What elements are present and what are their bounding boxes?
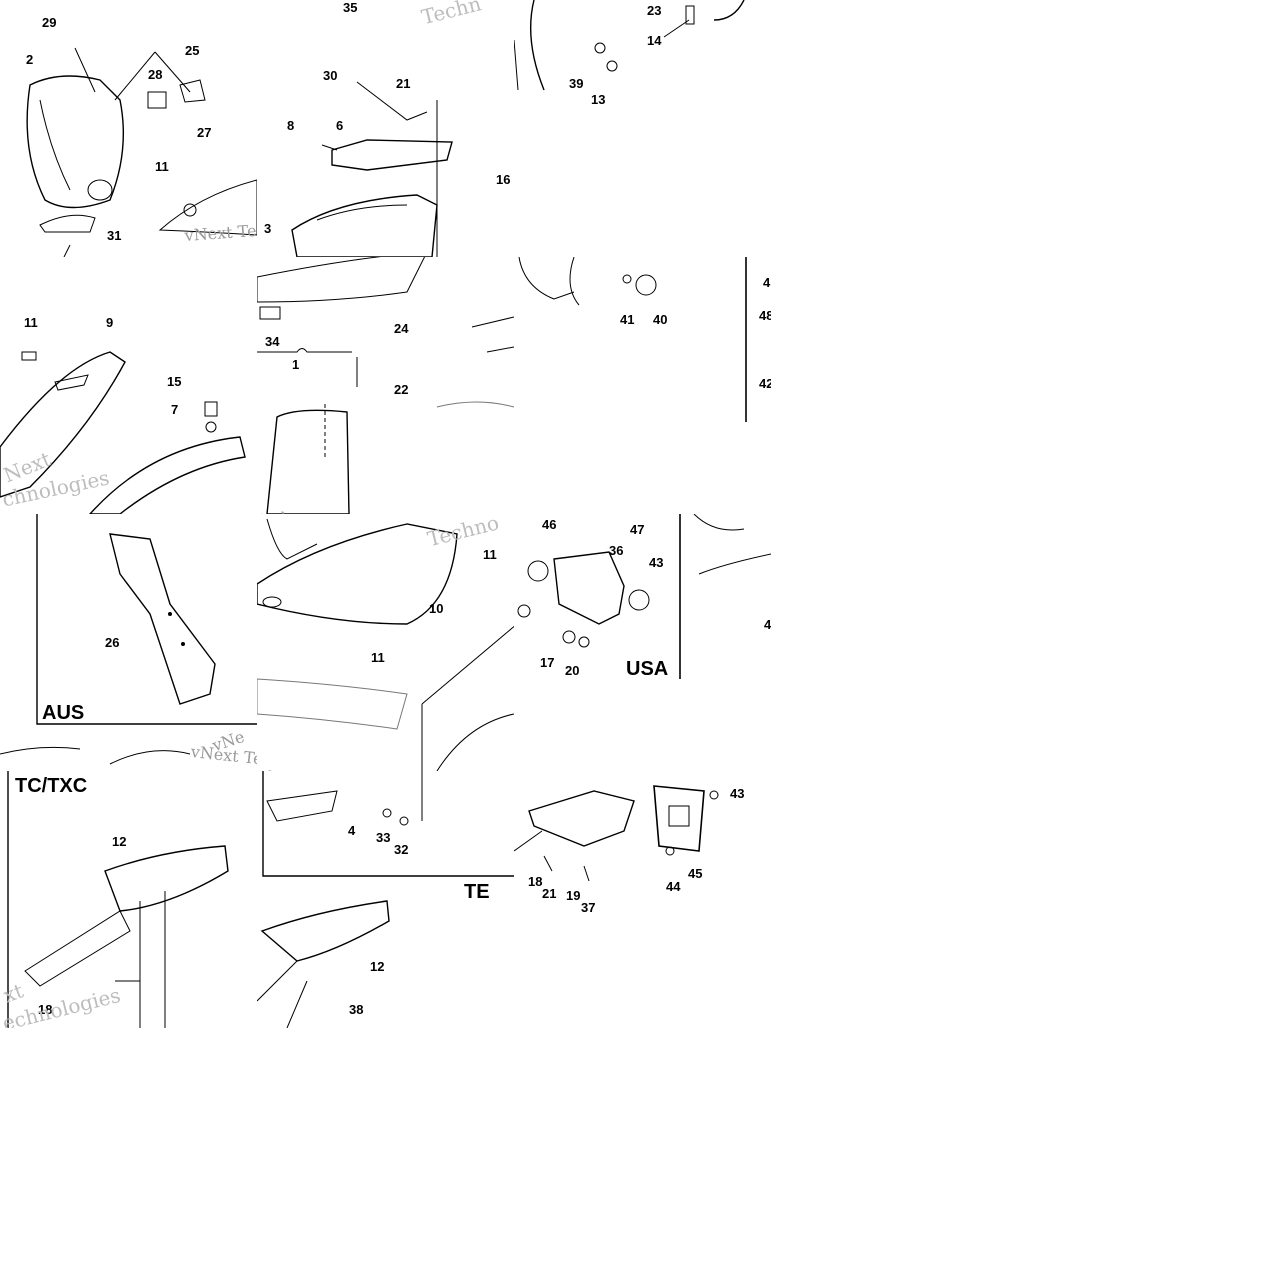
- callout-number-8: 8: [287, 118, 295, 133]
- callout-number-42: 42: [759, 376, 771, 391]
- callout-number-36: 36: [609, 543, 624, 558]
- fork-guard-clip-drawing: [518, 257, 747, 422]
- callout-number-12: 12: [370, 959, 385, 974]
- callout-number-18: 18: [38, 1002, 53, 1017]
- callout-number-4: 4: [764, 617, 771, 632]
- tile-front-fender-top: 23 14 39 13: [514, 0, 771, 257]
- callout-number-6: 6: [336, 118, 344, 133]
- callout-number-43: 43: [730, 786, 745, 801]
- tile-fork-guard-clip: 41 40 4 48 42: [514, 257, 771, 514]
- callout-number-17: 17: [540, 655, 555, 670]
- callout-number-10: 10: [429, 601, 444, 616]
- callout-number-41: 41: [620, 312, 635, 327]
- callout-number-40: 40: [653, 312, 668, 327]
- callout-number-19: 19: [566, 888, 581, 903]
- variant-label-tctxc: TC/TXC: [15, 775, 88, 797]
- callout-number-7: 7: [171, 402, 179, 417]
- callout-number-24: 24: [394, 321, 409, 336]
- callout-number-12: 12: [112, 834, 127, 849]
- callout-number-39: 39: [569, 76, 584, 91]
- variant-label-aus: AUS: [42, 702, 85, 724]
- callout-number-15: 15: [167, 374, 182, 389]
- callout-number-11: 11: [155, 159, 169, 174]
- callout-number-38: 38: [349, 1002, 364, 1017]
- callout-number-37: 37: [581, 900, 596, 915]
- callout-number-22: 22: [394, 382, 409, 397]
- callout-number-25: 25: [185, 43, 200, 58]
- front-fender-bracket-drawing: [291, 81, 453, 257]
- callout-number-14: 14: [647, 33, 662, 48]
- callout-number-20: 20: [565, 663, 580, 678]
- front-fender-top-drawing: [514, 0, 745, 91]
- tc-txc-rear-fender-drawing: [7, 771, 229, 1028]
- fuel-tank-cap-drawing: [257, 257, 514, 514]
- callout-number-2: 2: [26, 52, 34, 67]
- callout-number-21: 21: [542, 886, 557, 901]
- callout-number-30: 30: [323, 68, 338, 83]
- headlight-mask-drawing: [26, 47, 257, 257]
- callout-number-21: 21: [396, 76, 411, 91]
- callout-number-44: 44: [666, 879, 681, 894]
- callout-number-48: 48: [759, 308, 771, 323]
- te-rear-fender-drawing: [257, 771, 514, 1028]
- callout-number-45: 45: [688, 866, 703, 881]
- callout-number-4: 4: [763, 275, 771, 290]
- callout-number-34: 34: [265, 334, 280, 349]
- callout-number-13: 13: [591, 92, 606, 107]
- callout-number-11: 11: [24, 315, 38, 330]
- callout-number-31: 31: [107, 228, 122, 243]
- callout-number-46: 46: [542, 517, 557, 532]
- callout-number-11: 11: [483, 547, 497, 562]
- callout-number-32: 32: [394, 842, 409, 857]
- callout-number-4: 4: [348, 823, 356, 838]
- side-panel-left-drawing: [0, 351, 246, 514]
- callout-number-1: 1: [292, 357, 300, 372]
- plate-holder-assembly-drawing: [514, 785, 719, 882]
- callout-number-23: 23: [647, 3, 662, 18]
- callout-number-18: 18: [528, 874, 543, 889]
- side-panel-right-drawing: [257, 518, 514, 771]
- callout-number-35: 35: [343, 0, 358, 15]
- variant-label-usa: USA: [626, 658, 669, 680]
- tile-side-panel-right: 111011Technoologies: [257, 514, 514, 771]
- callout-number-3: 3: [264, 221, 272, 236]
- callout-number-29: 29: [42, 15, 57, 30]
- tile-fuel-tank-cap: 3412422nologies: [257, 257, 514, 514]
- callout-number-27: 27: [197, 125, 212, 140]
- variant-label-te: TE: [464, 881, 490, 903]
- callout-number-28: 28: [148, 67, 163, 82]
- callout-number-11: 11: [371, 650, 385, 665]
- callout-number-16: 16: [496, 172, 511, 187]
- callout-number-47: 47: [630, 522, 645, 537]
- callout-number-26: 26: [105, 635, 120, 650]
- callout-number-9: 9: [106, 315, 114, 330]
- callout-number-33: 33: [376, 830, 391, 845]
- usa-plate-bracket-drawing: [517, 514, 771, 679]
- callout-number-43: 43: [649, 555, 664, 570]
- aus-rear-fender-drawing: [0, 514, 257, 765]
